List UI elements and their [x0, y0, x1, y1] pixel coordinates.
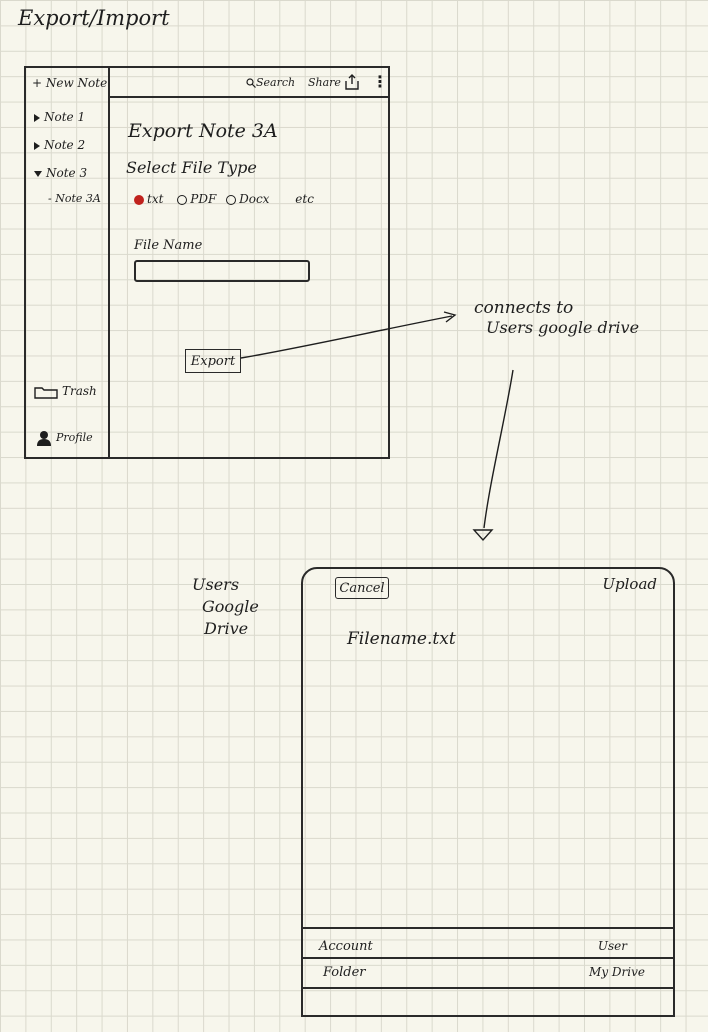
page-title: Export/Import	[18, 6, 170, 30]
toolbar: Search Share ⋮	[110, 68, 388, 98]
cancel-button[interactable]: Cancel	[335, 577, 389, 599]
folder-value[interactable]: My Drive	[589, 965, 645, 979]
sidebar-item-note-3[interactable]: Note 3	[34, 166, 87, 180]
app-window: + New Note Note 1 Note 2 Note 3 - Note 3…	[24, 66, 390, 459]
export-heading: Export Note 3A	[128, 120, 278, 142]
sidebar-item-note-1[interactable]: Note 1	[34, 110, 85, 124]
folder-label: Folder	[323, 965, 366, 980]
account-value[interactable]: User	[597, 939, 627, 953]
drive-upload-dialog: Cancel Upload Filename.txt Account User …	[301, 567, 675, 1017]
file-type-options: txt PDF Docx etc	[134, 192, 314, 206]
arrow-head-icon	[443, 311, 457, 323]
more-options-icon[interactable]: ⋮	[372, 72, 388, 91]
sidebar: + New Note Note 1 Note 2 Note 3 - Note 3…	[26, 68, 110, 457]
sidebar-item-note-2[interactable]: Note 2	[34, 138, 85, 152]
file-type-docx[interactable]: Docx	[226, 192, 269, 206]
radio-icon	[177, 194, 188, 205]
account-label: Account	[319, 939, 373, 954]
new-note-button[interactable]: + New Note	[32, 76, 108, 90]
collapse-arrow-icon	[34, 170, 42, 177]
filename-label: File Name	[134, 238, 203, 253]
export-arrow	[240, 315, 453, 359]
share-button[interactable]: Share	[308, 76, 341, 89]
drive-filename: Filename.txt	[347, 629, 456, 649]
file-type-txt[interactable]: txt	[134, 192, 163, 206]
sidebar-item-label: Trash	[62, 384, 97, 398]
drive-target-annotation: Users google drive	[486, 318, 640, 337]
sidebar-item-note-3a[interactable]: - Note 3A	[48, 192, 101, 205]
sidebar-item-label: Note 1	[44, 110, 86, 124]
sidebar-item-label: Note 2	[44, 138, 86, 152]
file-type-pdf[interactable]: PDF	[177, 192, 216, 206]
expand-arrow-icon	[34, 141, 40, 150]
sidebar-item-label: Profile	[56, 431, 93, 444]
drive-arrow	[483, 369, 514, 529]
filename-input[interactable]	[134, 260, 310, 282]
search-icon	[246, 78, 256, 88]
arrow-head-icon	[472, 529, 494, 542]
search-button[interactable]: Search	[246, 76, 295, 89]
sidebar-item-profile[interactable]: Profile	[36, 430, 93, 446]
radio-icon	[226, 194, 237, 205]
user-icon	[37, 431, 51, 446]
upload-button[interactable]: Upload	[602, 575, 657, 593]
expand-arrow-icon	[34, 113, 40, 122]
side-label: Users Google Drive	[192, 575, 259, 638]
folder-icon	[34, 386, 58, 399]
divider	[303, 987, 673, 989]
connects-annotation: connects to	[474, 298, 574, 318]
sidebar-item-trash[interactable]: Trash	[34, 384, 97, 399]
divider	[303, 957, 673, 959]
upload-icon[interactable]	[344, 73, 360, 91]
export-button[interactable]: Export	[185, 349, 241, 373]
divider	[303, 927, 673, 929]
file-type-etc: etc	[295, 192, 314, 206]
file-type-label: Select File Type	[126, 158, 257, 177]
radio-selected-icon	[134, 194, 144, 205]
sidebar-item-label: Note 3	[46, 166, 88, 180]
